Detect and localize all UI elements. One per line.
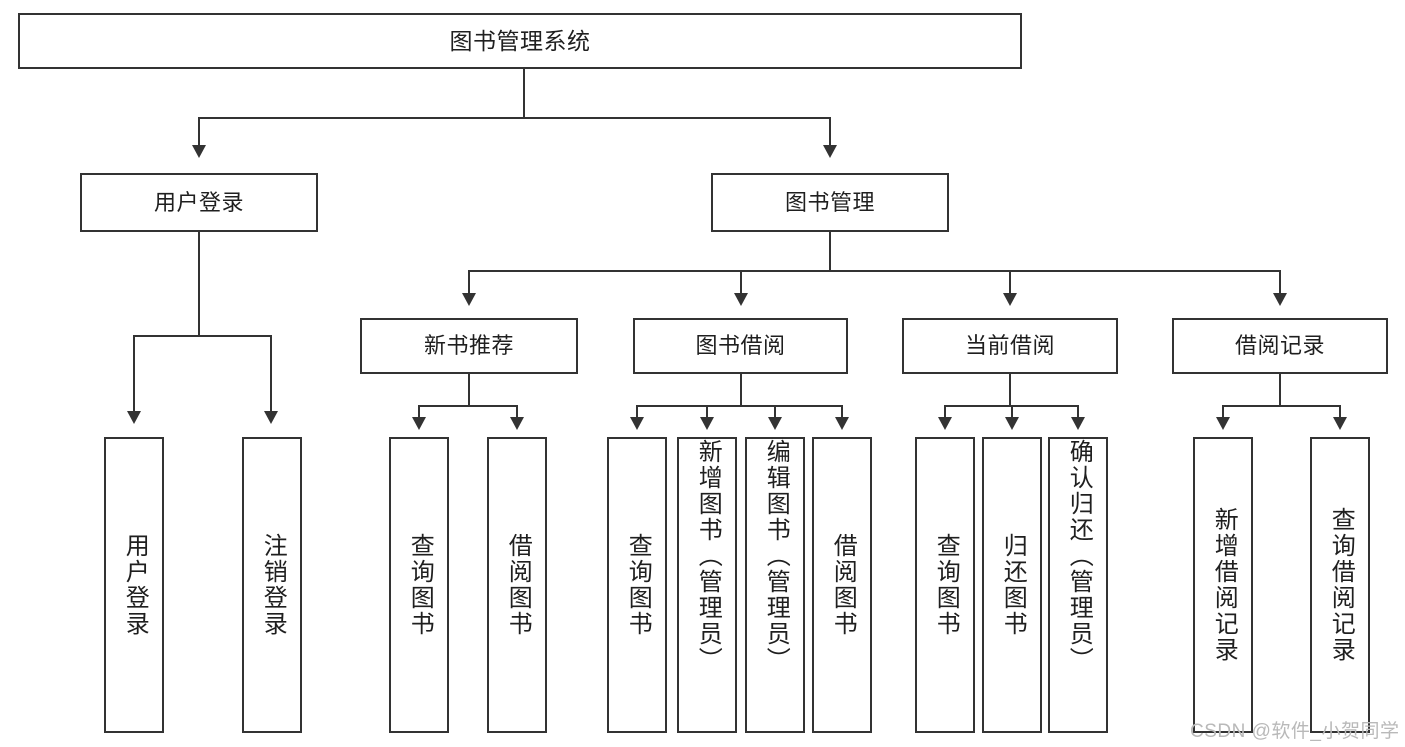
leaf-record-add-record[interactable]: 新增借阅记录: [1193, 437, 1253, 733]
node-label: 查询图书: [406, 533, 434, 637]
node-label: 用户登录: [121, 533, 149, 637]
connector-recommend-stem: [468, 374, 470, 405]
leaf-recommend-query-book[interactable]: 查询图书: [389, 437, 449, 733]
connector-current-to-leaf2: [1011, 405, 1013, 419]
connector-recommend-to-leaf2: [516, 405, 518, 419]
arrowhead-borrow-to-leaf4: [835, 417, 849, 430]
connector-current-to-leaf1: [944, 405, 946, 419]
node-root-system[interactable]: 图书管理系统: [18, 13, 1022, 69]
connector-book-mgmt-stem: [829, 232, 831, 270]
arrowhead-borrow-to-leaf1: [630, 417, 644, 430]
node-label: 新增图书（管理员）: [694, 439, 722, 673]
arrowhead-recommend-to-leaf2: [510, 417, 524, 430]
connector-user-login-bus: [133, 335, 271, 337]
node-borrow-record[interactable]: 借阅记录: [1172, 318, 1388, 374]
arrowhead-user-login-to-leaf2: [264, 411, 278, 424]
leaf-borrow-edit-book-admin[interactable]: 编辑图书（管理员）: [745, 437, 805, 733]
leaf-current-confirm-return-admin[interactable]: 确认归还（管理员）: [1048, 437, 1108, 733]
arrowhead-root-to-user-login: [192, 145, 206, 158]
connector-book-mgmt-bus: [468, 270, 1280, 272]
node-label: 图书管理: [784, 189, 875, 215]
arrowhead-book-mgmt-to-record: [1273, 293, 1287, 306]
connector-record-to-leaf1: [1222, 405, 1224, 419]
node-book-borrow[interactable]: 图书借阅: [633, 318, 848, 374]
connector-root-to-book-mgmt: [829, 117, 831, 147]
node-label: 查询图书: [624, 533, 652, 637]
connector-record-bus: [1222, 405, 1340, 407]
arrowhead-book-mgmt-to-current: [1003, 293, 1017, 306]
connector-record-to-leaf2: [1339, 405, 1341, 419]
node-user-login[interactable]: 用户登录: [80, 173, 318, 232]
node-label: 查询借阅记录: [1327, 507, 1355, 663]
arrowhead-book-mgmt-to-borrow: [734, 293, 748, 306]
connector-root-bus: [198, 117, 831, 119]
connector-root-stem: [523, 69, 525, 117]
leaf-current-query-book[interactable]: 查询图书: [915, 437, 975, 733]
connector-recommend-to-leaf1: [418, 405, 420, 419]
connector-user-login-stem: [198, 232, 200, 335]
arrowhead-record-to-leaf1: [1216, 417, 1230, 430]
connector-borrow-to-leaf4: [841, 405, 843, 419]
arrowhead-current-to-leaf2: [1005, 417, 1019, 430]
arrowhead-borrow-to-leaf2: [700, 417, 714, 430]
arrowhead-current-to-leaf3: [1071, 417, 1085, 430]
node-label: 图书管理系统: [449, 27, 591, 54]
node-label: 注销登录: [259, 533, 287, 637]
node-book-management[interactable]: 图书管理: [711, 173, 949, 232]
connector-user-login-to-leaf2: [270, 335, 272, 413]
leaf-recommend-borrow-book[interactable]: 借阅图书: [487, 437, 547, 733]
node-label: 确认归还（管理员）: [1065, 439, 1093, 673]
connector-book-mgmt-to-record: [1279, 270, 1281, 295]
node-label: 查询图书: [932, 533, 960, 637]
connector-book-mgmt-to-current: [1009, 270, 1011, 295]
leaf-user-login[interactable]: 用户登录: [104, 437, 164, 733]
arrowhead-borrow-to-leaf3: [768, 417, 782, 430]
connector-current-to-leaf3: [1077, 405, 1079, 419]
arrowhead-record-to-leaf2: [1333, 417, 1347, 430]
connector-borrow-bus: [636, 405, 842, 407]
leaf-logout[interactable]: 注销登录: [242, 437, 302, 733]
arrowhead-current-to-leaf1: [938, 417, 952, 430]
node-label: 新增借阅记录: [1210, 507, 1238, 663]
leaf-borrow-borrow-book[interactable]: 借阅图书: [812, 437, 872, 733]
connector-recommend-bus: [418, 405, 518, 407]
connector-book-mgmt-to-borrow: [740, 270, 742, 295]
node-label: 归还图书: [999, 533, 1027, 637]
connector-borrow-stem: [740, 374, 742, 405]
connector-book-mgmt-to-recommend: [468, 270, 470, 295]
connector-user-login-to-leaf1: [133, 335, 135, 413]
node-label: 图书借阅: [695, 333, 786, 359]
connector-borrow-to-leaf2: [706, 405, 708, 419]
connector-current-stem: [1009, 374, 1011, 405]
leaf-borrow-add-book-admin[interactable]: 新增图书（管理员）: [677, 437, 737, 733]
leaf-borrow-query-book[interactable]: 查询图书: [607, 437, 667, 733]
node-label: 借阅图书: [504, 533, 532, 637]
leaf-record-query-record[interactable]: 查询借阅记录: [1310, 437, 1370, 733]
node-label: 当前借阅: [964, 333, 1055, 359]
connector-root-to-user-login: [198, 117, 200, 147]
node-new-book-recommend[interactable]: 新书推荐: [360, 318, 578, 374]
leaf-current-return-book[interactable]: 归还图书: [982, 437, 1042, 733]
connector-record-stem: [1279, 374, 1281, 405]
arrowhead-root-to-book-mgmt: [823, 145, 837, 158]
node-label: 借阅记录: [1234, 333, 1325, 359]
arrowhead-recommend-to-leaf1: [412, 417, 426, 430]
node-label: 编辑图书（管理员）: [762, 439, 790, 673]
node-label: 新书推荐: [423, 333, 514, 359]
node-label: 借阅图书: [829, 533, 857, 637]
arrowhead-user-login-to-leaf1: [127, 411, 141, 424]
node-label: 用户登录: [153, 189, 244, 215]
connector-borrow-to-leaf3: [774, 405, 776, 419]
arrowhead-book-mgmt-to-recommend: [462, 293, 476, 306]
csdn-watermark: CSDN @软件_小贺同学: [1190, 721, 1400, 742]
connector-borrow-to-leaf1: [636, 405, 638, 419]
node-current-borrow[interactable]: 当前借阅: [902, 318, 1118, 374]
